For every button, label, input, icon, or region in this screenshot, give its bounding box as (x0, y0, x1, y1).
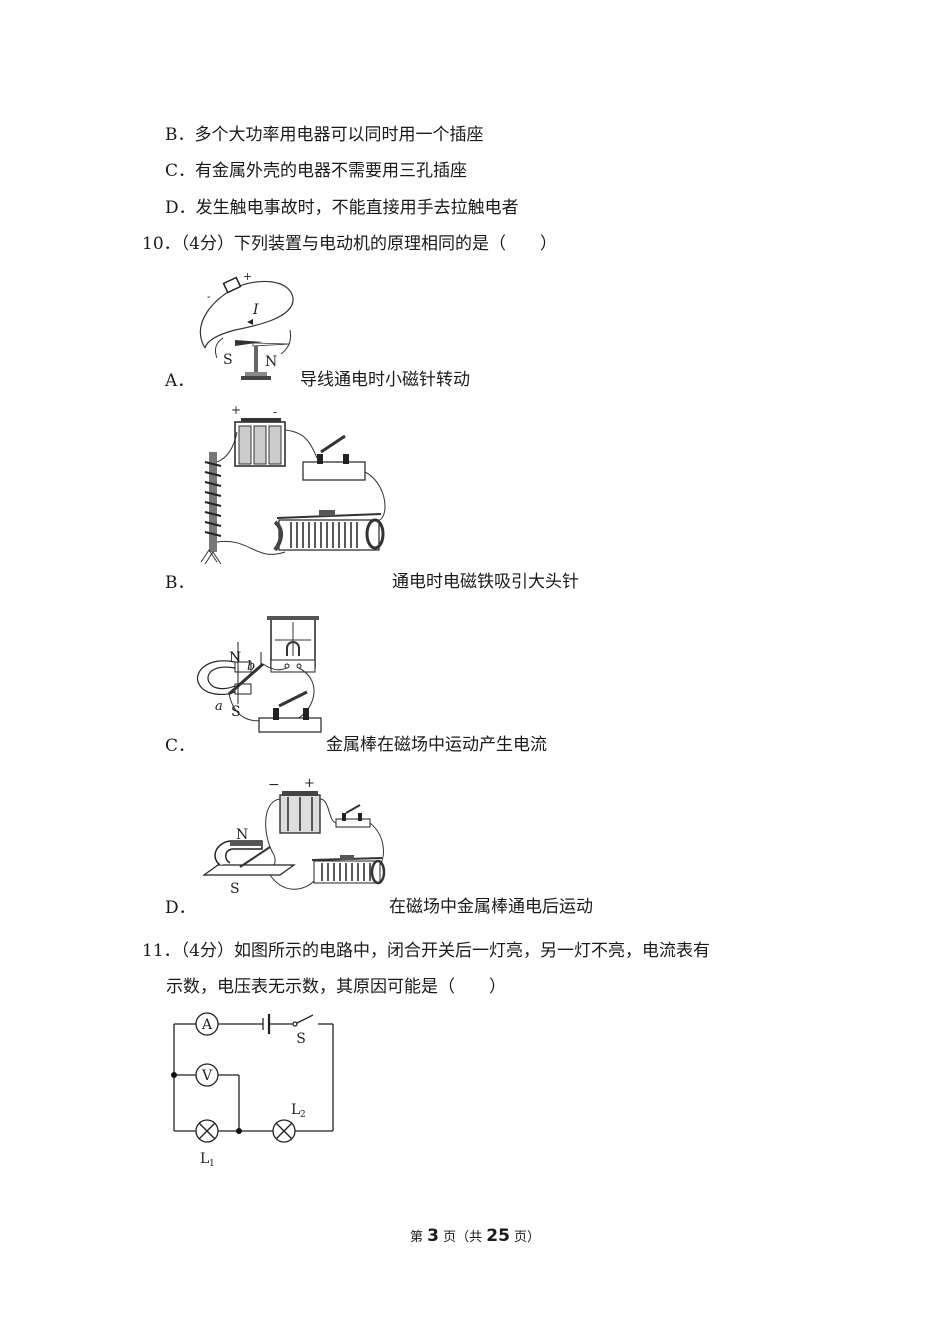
south-pole-label: S (231, 704, 241, 720)
south-pole-label: S (230, 881, 240, 897)
switch-label: S (296, 1031, 306, 1047)
question-11-stem-line2: 示数，电压表无示数，其原因可能是（ ） (166, 977, 506, 997)
current-page-number: 3 (427, 1226, 439, 1246)
total-pages: 25 (486, 1226, 510, 1246)
option-b-prev: B．多个大功率用电器可以同时用一个插座 (165, 124, 484, 146)
question-10-stem: 10．（4分）下列装置与电动机的原理相同的是（ ） (142, 233, 557, 255)
figure-oersted-experiment: - + I S N (195, 268, 305, 388)
lamp1-subscript: 1 (209, 1159, 215, 1169)
end-a-label: a (215, 699, 223, 714)
option-d-caption: 在磁场中金属棒通电后运动 (389, 897, 593, 917)
lamp2-subscript: 2 (300, 1110, 306, 1120)
page-footer: 第 3 页（共 25 页） (0, 1226, 950, 1246)
option-c-prev: C．有金属外壳的电器不需要用三孔插座 (165, 160, 467, 182)
plus-sign: + (243, 270, 252, 283)
option-a-label: A． (165, 371, 195, 391)
question-score: （4分） (180, 941, 234, 961)
footer-mid: 页（共 (443, 1230, 483, 1245)
question-number: 10． (142, 234, 181, 254)
minus-sign: - (207, 290, 211, 303)
question-11-stem-line1: 11．（4分）如图所示的电路中，闭合开关后一灯亮，另一灯不亮，电流表有 (142, 940, 710, 962)
ammeter-label: A (201, 1017, 213, 1033)
lamp1-label: L (200, 1151, 209, 1167)
figure-circuit-diagram: A V S L 1 L 2 (165, 1010, 345, 1175)
option-text: 发生触电事故时，不能直接用手去拉触电者 (195, 198, 519, 218)
question-number: 11． (142, 941, 181, 961)
question-text: 如图所示的电路中，闭合开关后一灯亮，另一灯不亮，电流表有 (233, 941, 710, 961)
figure-motor-principle-circuit: − + N S (200, 775, 390, 900)
option-c-label: C． (165, 736, 196, 756)
lamp2-label: L (291, 1102, 300, 1118)
south-pole-label: S (223, 352, 233, 368)
option-d-label: D． (165, 898, 196, 918)
option-text: 多个大功率用电器可以同时用一个插座 (194, 125, 484, 145)
minus-sign: - (273, 405, 277, 419)
footer-suffix: 页） (514, 1230, 541, 1245)
minus-sign: − (268, 777, 280, 793)
north-pole-label: N (265, 354, 277, 370)
option-text: 有金属外壳的电器不需要用三孔插座 (195, 161, 468, 181)
option-c-caption: 金属棒在磁场中运动产生电流 (326, 735, 547, 755)
end-b-label: b (247, 659, 255, 674)
option-label: B． (165, 125, 195, 145)
option-label: D． (165, 198, 196, 218)
option-b-caption: 通电时电磁铁吸引大头针 (392, 572, 579, 592)
option-d-prev: D．发生触电事故时，不能直接用手去拉触电者 (165, 197, 519, 219)
footer-prefix: 第 (409, 1230, 423, 1245)
north-pole-label: N (229, 650, 241, 666)
voltmeter-label: V (201, 1068, 213, 1084)
option-label: C． (165, 161, 196, 181)
current-label: I (252, 302, 259, 318)
option-a-caption: 导线通电时小磁针转动 (300, 370, 470, 390)
figure-induction-galvanometer: N b a S (195, 612, 335, 740)
question-score: （4分） (180, 234, 234, 254)
plus-sign: + (231, 403, 241, 417)
plus-sign: + (304, 776, 315, 791)
north-pole-label: N (236, 827, 248, 843)
figure-electromagnet-circuit: + - (195, 402, 405, 572)
option-b-label: B． (165, 573, 195, 593)
question-text: 下列装置与电动机的原理相同的是（ ） (233, 234, 557, 254)
